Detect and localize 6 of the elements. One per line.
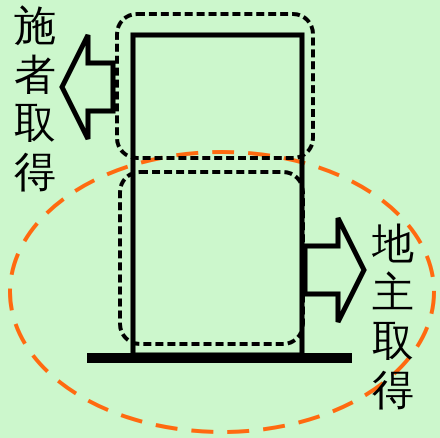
dashed-frame <box>115 12 315 160</box>
hollow-arrow <box>59 32 116 142</box>
dashed-frame <box>118 170 305 346</box>
hollow-arrow <box>302 216 367 324</box>
vertical-label: 施者取得 <box>14 2 56 197</box>
vertical-label: 地主取得 <box>372 220 414 415</box>
